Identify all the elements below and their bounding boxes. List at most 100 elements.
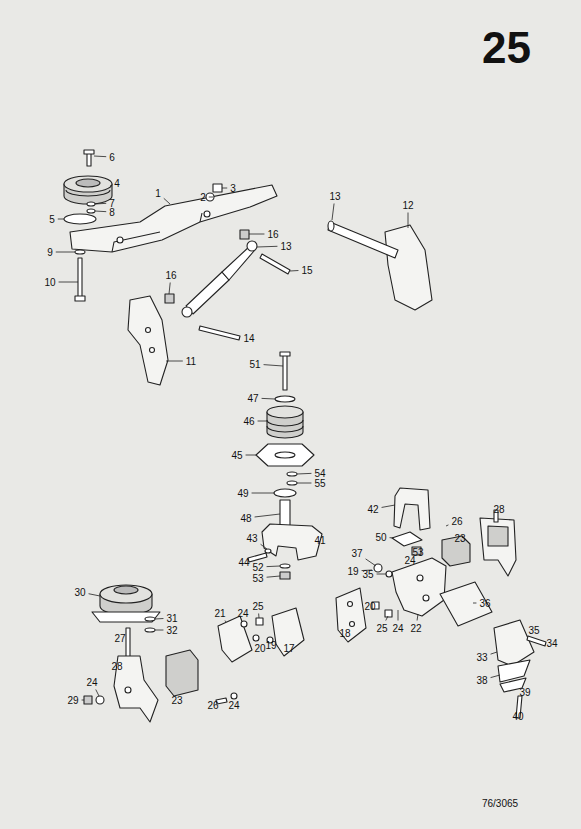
callout-number: 26 [206, 700, 219, 711]
callout-number: 21 [213, 608, 226, 619]
callout-number: 6 [108, 152, 116, 163]
callout-number: 24 [403, 555, 416, 566]
callout-number: 14 [242, 333, 255, 344]
callout-number: 1 [154, 188, 162, 199]
callout-number: 24 [391, 623, 404, 634]
leader-line [59, 282, 78, 283]
leader-line [491, 675, 500, 678]
callout-number: 55 [313, 478, 326, 489]
callout-number: 48 [239, 513, 252, 524]
bracket [128, 296, 168, 385]
callout-number: 13 [328, 191, 341, 202]
leader-line [297, 483, 311, 484]
leader-line [390, 537, 394, 538]
callout-number: 49 [236, 488, 249, 499]
leader-line [261, 544, 267, 549]
callout-number: 18 [338, 628, 351, 639]
leader-line [262, 398, 275, 400]
leader-line [491, 652, 497, 654]
page-number: 25 [482, 26, 531, 70]
callout-number: 11 [185, 356, 197, 367]
callout-number: 25 [375, 623, 388, 634]
callout-number: 35 [361, 569, 374, 580]
leader-line [89, 594, 100, 596]
leader-line [264, 365, 283, 366]
leader-line [417, 614, 419, 621]
callout-number: 4 [113, 178, 121, 189]
callout-number: 30 [73, 587, 86, 598]
leader-line [246, 455, 256, 456]
mount-stack [248, 352, 322, 579]
leader-line [446, 525, 448, 526]
callout-number: 9 [46, 247, 54, 258]
callout-number: 42 [366, 504, 379, 515]
callout-number: 31 [165, 613, 178, 624]
leader-line [222, 188, 227, 189]
callout-number: 28 [492, 504, 505, 515]
callout-number: 43 [245, 533, 258, 544]
leader-line [473, 603, 476, 604]
leader-line [169, 283, 170, 295]
leader-line [249, 234, 264, 235]
callout-number: 13 [279, 241, 292, 252]
leader-line [386, 616, 388, 621]
callout-number: 44 [237, 557, 250, 568]
callout-number: 36 [478, 598, 491, 609]
leader-line [408, 213, 409, 229]
callout-number: 28 [110, 661, 123, 672]
callout-number: 24 [236, 608, 249, 619]
rubber-mount [64, 150, 112, 301]
callout-number: 23 [170, 695, 183, 706]
callout-number: 47 [246, 393, 259, 404]
callout-number: 38 [475, 675, 488, 686]
mount-assembly-right [336, 488, 546, 718]
callout-number: 37 [350, 548, 363, 559]
callout-number: 52 [251, 562, 264, 573]
leader-line [267, 566, 280, 568]
mount-assembly-left [84, 585, 304, 722]
leader-line [95, 203, 106, 205]
callout-number: 22 [409, 623, 422, 634]
callout-number: 19 [346, 566, 359, 577]
leader-line [267, 576, 280, 577]
drawing-number: 76/3065 [481, 798, 519, 809]
leader-line [366, 559, 376, 566]
callout-number: 24 [227, 700, 240, 711]
leader-line [258, 614, 259, 619]
callout-number: 45 [230, 450, 243, 461]
leader-line [290, 270, 298, 271]
leader-line [209, 197, 213, 198]
callout-number: 39 [518, 687, 531, 698]
callout-number: 24 [85, 677, 98, 688]
callout-number: 27 [113, 633, 126, 644]
callout-number: 15 [300, 265, 313, 276]
callout-number: 5 [48, 214, 56, 225]
leader-line [155, 630, 163, 631]
leader-line [166, 361, 183, 362]
leader-line [297, 473, 311, 475]
callout-number: 2 [199, 192, 207, 203]
leader-line [110, 185, 111, 187]
callout-number: 10 [43, 277, 56, 288]
leader-line [377, 574, 386, 575]
bracket [385, 225, 432, 310]
callout-number: 50 [374, 532, 387, 543]
callout-number: 20 [363, 601, 376, 612]
callout-number: 3 [229, 183, 237, 194]
leader-line [96, 690, 99, 697]
callout-number: 51 [248, 359, 261, 370]
leader-line [164, 198, 170, 204]
callout-number: 23 [453, 533, 466, 544]
leader-line [255, 514, 280, 517]
callout-number: 29 [66, 695, 79, 706]
callout-number: 8 [108, 207, 116, 218]
callout-number: 33 [475, 652, 488, 663]
leader-line [332, 204, 334, 221]
callout-number: 35 [527, 625, 540, 636]
callout-number: 53 [251, 573, 264, 584]
leader-line [155, 618, 163, 619]
callout-number: 34 [545, 638, 558, 649]
callout-number: 16 [266, 229, 279, 240]
